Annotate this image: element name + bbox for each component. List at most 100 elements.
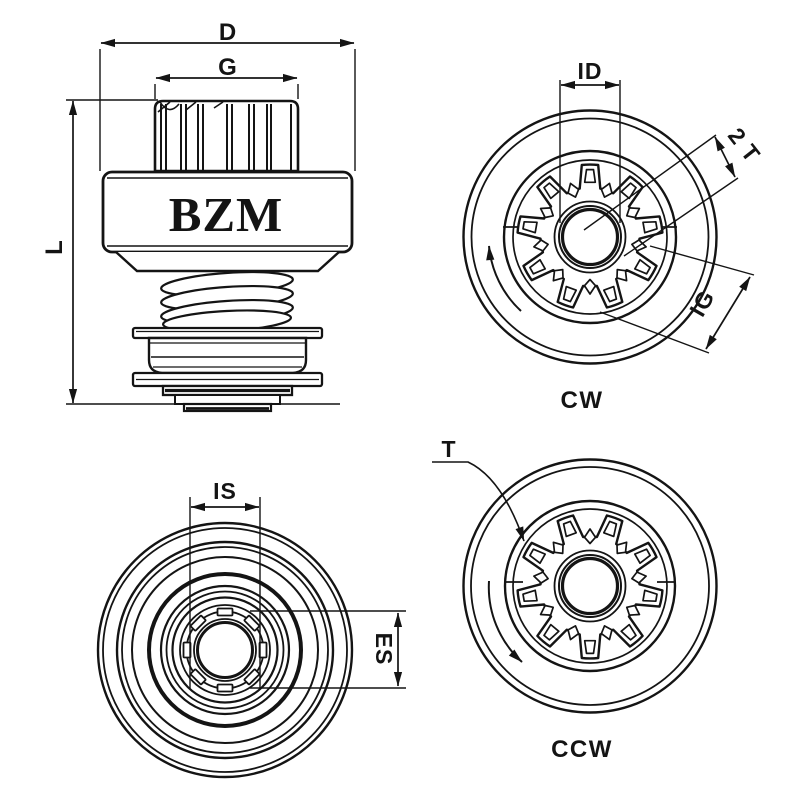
tooth-callout-leader [432, 461, 525, 542]
rotation-label-cw: CW [561, 387, 604, 414]
valley-chamfer [567, 625, 580, 641]
tooth-chamfer [543, 182, 560, 200]
tooth-chamfer [620, 623, 637, 641]
dim-label-tooth: T [441, 436, 456, 462]
housing-outer-circle-ccw [462, 458, 718, 714]
dim-2t-leader-1 [583, 134, 717, 231]
valley-chamfer [625, 604, 641, 616]
teeth-chamfer-lines [157, 101, 224, 113]
side-profile-view: BZM D G [41, 19, 356, 413]
rear-outer-circle [96, 521, 354, 779]
housing-bore-circle [502, 149, 678, 325]
rear-ring-5 [165, 590, 285, 710]
tooth-chamfer [522, 220, 538, 234]
rear-ring-1 [115, 540, 335, 760]
spline-tab [243, 668, 261, 686]
gear-outline [516, 514, 664, 660]
dim-ig-leader-2 [599, 311, 710, 354]
front-view-cw: ID 2 T IG CW [462, 58, 766, 414]
tooth-chamfer [633, 258, 651, 275]
addendum-circle [512, 159, 668, 315]
dim-label-two-teeth: 2 T [723, 123, 766, 168]
dim-label-inner-diameter: ID [578, 58, 603, 84]
housing-inner-rim [470, 117, 710, 357]
valley-chamfer [552, 541, 564, 555]
tooth-chamfer [543, 623, 560, 641]
valley-chamfer [631, 571, 647, 584]
valley-chamfer [583, 278, 597, 295]
dim-2t-leader-2 [623, 177, 739, 257]
tooth-chamfer [583, 168, 597, 184]
pinion-gear-ccw [516, 514, 664, 660]
dim-ig-line [705, 276, 751, 350]
bore-outer [558, 205, 622, 269]
spline-tabs [182, 607, 268, 693]
bore-inner [560, 207, 620, 267]
spline-tab [189, 614, 207, 632]
rear-rim-circle [102, 527, 348, 773]
dim-label-total-length: L [41, 239, 68, 255]
spline-tab [243, 614, 261, 632]
valley-chamfer [539, 207, 555, 219]
valley-chamfer [539, 604, 555, 616]
tooth-chamfer [522, 589, 538, 603]
tooth-chamfer [529, 258, 547, 275]
tooth-chamfer [633, 548, 651, 565]
rear-ring-2 [121, 546, 329, 754]
valley-chamfer [616, 268, 628, 282]
ccw-rotation-arrow [487, 580, 523, 663]
tooth-chamfer [562, 285, 578, 303]
bore-outer-ccw [558, 554, 622, 618]
rear-view: IS ES [96, 478, 406, 779]
rear-ring-7 [179, 604, 271, 696]
spline-tab [216, 607, 234, 617]
housing-inner-rim-ccw [470, 466, 710, 706]
front-view-ccw: T CCW [432, 436, 718, 763]
dim-label-outer-diameter: D [219, 19, 237, 46]
housing-outer-circle [462, 109, 718, 365]
washer-upper [131, 326, 324, 340]
rear-bore-outer [193, 618, 257, 682]
body-taper [115, 251, 340, 273]
tooth-chamfer [583, 639, 597, 655]
tooth-chamfer [529, 548, 547, 565]
valley-chamfer [625, 207, 641, 219]
valley-chamfer [583, 528, 597, 545]
spline-tab [189, 668, 207, 686]
valley-chamfer [600, 625, 613, 641]
dim-label-gear-diameter: G [218, 54, 238, 81]
pinion-gear-cw [516, 163, 664, 309]
return-spring [160, 271, 294, 333]
valley-chamfer [600, 182, 613, 198]
cw-rotation-arrow [486, 245, 522, 312]
tooth-chamfer [602, 285, 618, 303]
valley-chamfer [533, 239, 549, 252]
rear-ring-3 [131, 556, 319, 744]
dim-label-is: IS [213, 478, 237, 504]
rear-ring-4 [159, 584, 291, 716]
dim-ig-leader-1 [649, 245, 755, 276]
valley-chamfer [616, 541, 628, 555]
tooth-chamfer [642, 589, 658, 603]
rotation-label-ccw: CCW [551, 736, 613, 763]
brand-logo-text: BZM [169, 187, 284, 242]
tooth-chamfer [562, 520, 578, 538]
collar-ring-2 [174, 394, 281, 405]
bore-inner-ccw [560, 556, 620, 616]
rear-cup-ring [147, 572, 303, 728]
tooth-chamfer [602, 520, 618, 538]
valley-chamfer [567, 182, 580, 198]
hub-ring [553, 200, 627, 274]
rear-bore-inner [196, 621, 254, 679]
pinion-teeth-stripes [160, 104, 292, 170]
valley-chamfer [533, 571, 549, 584]
addendum-circle-ccw [512, 508, 668, 664]
valley-chamfer [552, 268, 564, 282]
hub-ring-ccw [553, 549, 627, 623]
housing-bore-circle-ccw [503, 499, 677, 673]
tooth-chamfer [642, 220, 658, 234]
dim-label-es: ES [371, 633, 397, 666]
spline-tab [216, 683, 234, 693]
